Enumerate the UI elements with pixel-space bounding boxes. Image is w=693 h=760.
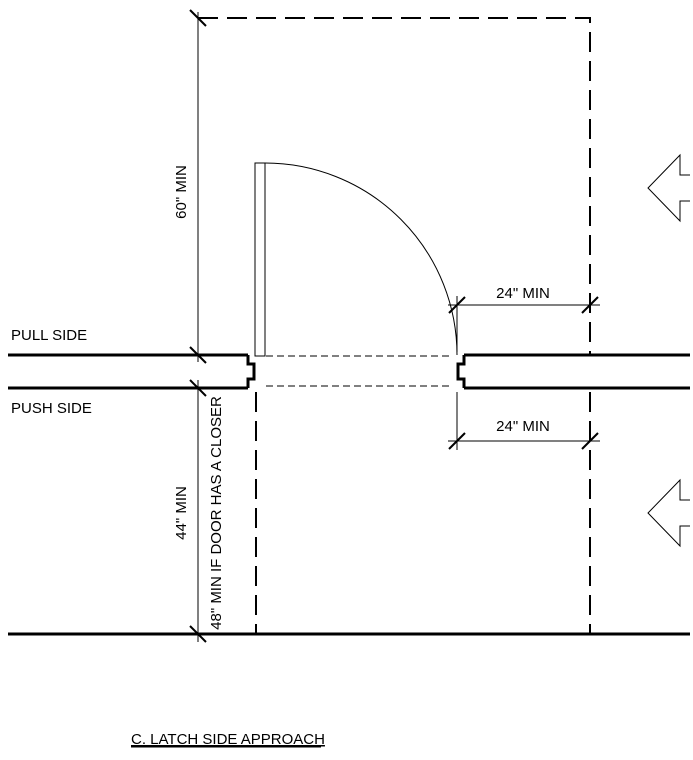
approach-arrow-push — [647, 478, 690, 548]
dim-24-min-push-label: 24" MIN — [496, 418, 550, 435]
latch-jamb — [456, 355, 466, 388]
pull-side-label: PULL SIDE — [11, 327, 87, 344]
approach-arrow-pull — [647, 153, 690, 223]
diagram-caption: C. LATCH SIDE APPROACH — [131, 731, 325, 748]
door-swing-arc — [264, 162, 458, 356]
pull-side-clearance-outline — [198, 17, 591, 355]
dim-60-min-label: 60" MIN — [173, 165, 190, 219]
dim-24-min-pull-label: 24" MIN — [496, 285, 550, 302]
push-side-label: PUSH SIDE — [11, 400, 92, 417]
dim-48-min-closer-label: 48" MIN IF DOOR HAS A CLOSER — [208, 396, 225, 630]
dim-44-min-label: 44" MIN — [173, 486, 190, 540]
dimension-60-min — [189, 9, 207, 364]
dimension-44-min — [189, 379, 207, 643]
dimension-24-min-pull — [448, 296, 600, 352]
door-leaf — [254, 162, 266, 357]
hinge-jamb — [246, 355, 256, 388]
dimension-24-min-push — [448, 392, 600, 450]
